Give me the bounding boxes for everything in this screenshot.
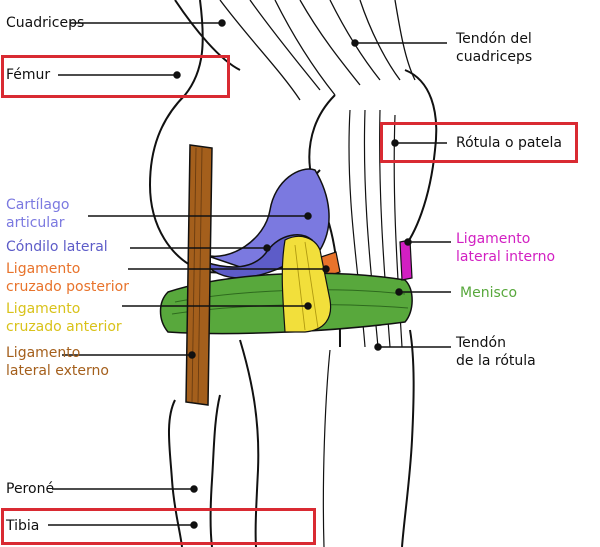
label-cuadriceps: Cuadriceps [6, 15, 85, 31]
femur-highlight-box [1, 55, 230, 98]
label-tendon-rotula: Tendón de la rótula [456, 335, 536, 369]
label-tibia: Tibia [6, 518, 40, 534]
lateral-collateral-ligament [185, 144, 213, 406]
fibula [168, 399, 183, 547]
label-cruzado-posterior: Ligamento cruzado posterior [6, 261, 129, 295]
label-cruzado-anterior: Ligamento cruzado anterior [6, 301, 122, 335]
patella [401, 69, 438, 251]
tibia-highlight-box [1, 508, 316, 545]
rotula-highlight-box [380, 122, 578, 163]
label-tendon-cuadriceps: Tendón del cuadriceps [456, 31, 533, 65]
label-lateral-interno: Ligamento lateral interno [456, 231, 556, 265]
label-rotula: Rótula o patela [456, 135, 562, 151]
label-femur: Fémur [6, 67, 51, 83]
leader-lines [48, 19, 451, 529]
tibia [239, 339, 260, 547]
label-condilo: Cóndilo lateral [6, 239, 108, 255]
anterior-cruciate-ligament [281, 235, 332, 333]
label-perone: Peroné [6, 481, 55, 497]
quadriceps-muscle [219, 0, 416, 101]
label-lateral-externo: Ligamento lateral externo [6, 345, 109, 379]
medial-collateral-ligament [399, 239, 413, 281]
label-menisco: Menisco [460, 285, 518, 301]
label-cartilago: Cartílago articular [6, 197, 70, 231]
